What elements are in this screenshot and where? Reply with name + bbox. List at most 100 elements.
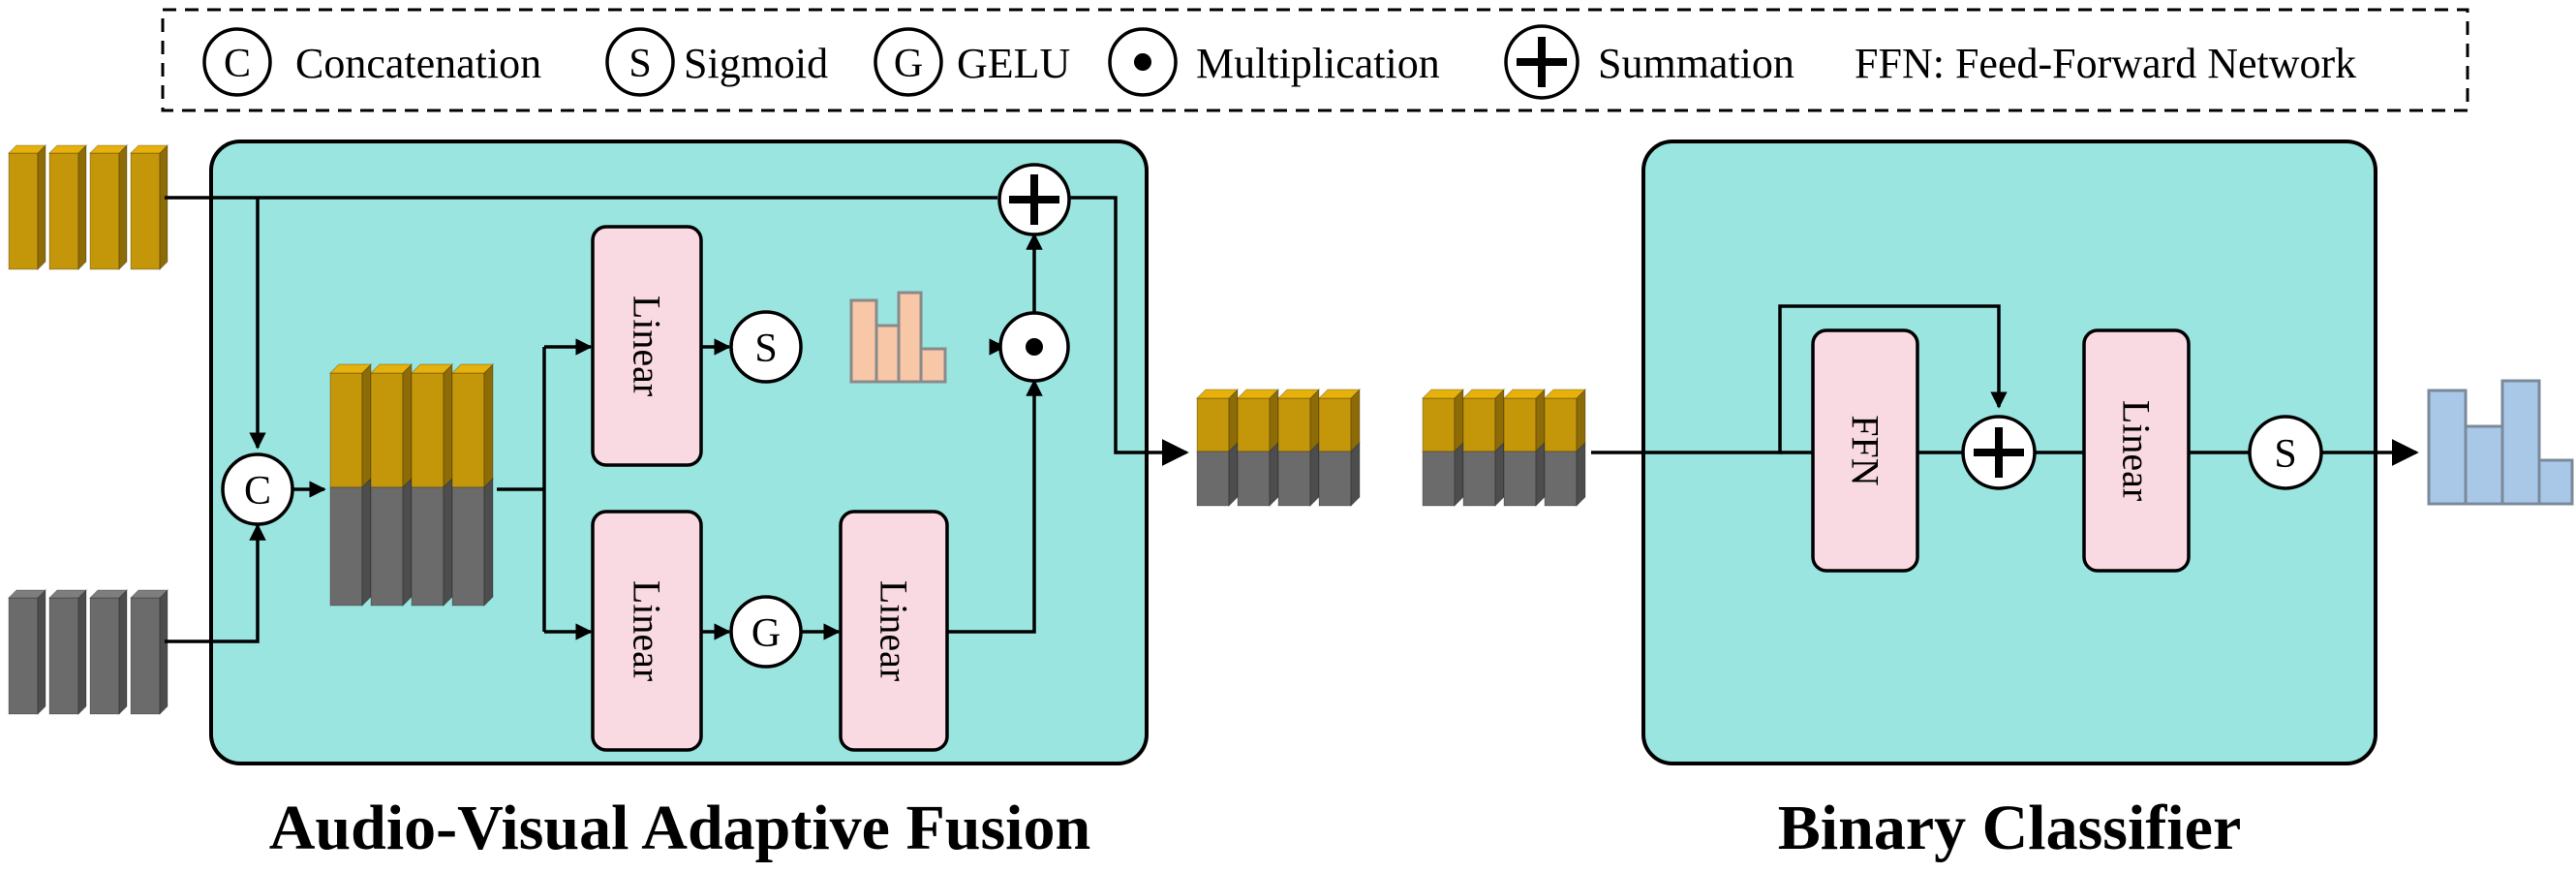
concatenated-features [328, 362, 495, 608]
classifier-sigmoid-op [2248, 415, 2323, 490]
feature-column-side [1535, 441, 1546, 508]
feature-column-side [1269, 441, 1279, 508]
feature-column-front [1544, 397, 1578, 452]
feature-column-front [1503, 397, 1537, 452]
summation-legend-plus [1517, 37, 1567, 87]
concat-op [221, 452, 294, 526]
feature-column-top [88, 144, 129, 154]
feature-column-top [1276, 389, 1321, 399]
ffn-legend-label: FFN: Feed-Forward Network [1855, 40, 2356, 87]
feature-column-front [329, 486, 363, 607]
feature-column-front [370, 372, 404, 488]
classifier-summation-plus [1974, 427, 2024, 478]
feature-column-side [1454, 441, 1464, 508]
feature-column-front [8, 152, 39, 270]
feature-column-front [130, 152, 161, 270]
sigmoid-legend-icon [605, 27, 675, 97]
linear-block-gelu-out [839, 510, 949, 752]
feature-column-front [1462, 397, 1496, 452]
feature-column-front [451, 486, 485, 607]
prediction-output-icon [2427, 379, 2574, 506]
feature-column-top [1502, 389, 1547, 399]
feature-column-top [410, 363, 454, 374]
feature-column-front [1503, 451, 1537, 507]
feature-column-side [1228, 441, 1239, 508]
feature-column-side [1576, 441, 1586, 508]
linear-block-gelu-out-label: Linear [873, 580, 916, 681]
feature-column-front [1544, 451, 1578, 507]
feature-column-side [159, 588, 169, 716]
feature-column-front [48, 597, 79, 715]
multiplication-legend-label: Multiplication [1196, 40, 1440, 87]
feature-column-side [77, 588, 87, 716]
feature-column-top [1543, 389, 1587, 399]
classifier-linear-block [2082, 328, 2191, 573]
classifier-linear-label: Linear [2115, 400, 2159, 501]
feature-column-side [1576, 388, 1586, 453]
feature-column-side [37, 588, 46, 716]
feature-column-top [129, 589, 169, 599]
feature-column-front [1237, 451, 1271, 507]
gelu-legend-symbol: G [894, 42, 923, 86]
gelu-legend-icon [874, 27, 943, 97]
fusion-connections [165, 196, 1189, 643]
feature-column-front [411, 486, 445, 607]
ffn-block-label: FFN [1844, 415, 1887, 485]
gelu-op [729, 595, 803, 669]
concat-legend-label: Concatenation [295, 40, 541, 87]
feature-column-side [443, 362, 453, 489]
summation-legend-label: Summation [1598, 40, 1794, 87]
summation-op-plus [1009, 174, 1059, 225]
feature-column-top [88, 589, 129, 599]
concat-legend-symbol: C [224, 42, 251, 86]
feature-column-side [1494, 388, 1505, 453]
feature-column-front [1422, 397, 1456, 452]
feature-column-front [1196, 397, 1230, 452]
feature-column-top [1236, 389, 1280, 399]
feature-column-front [48, 152, 79, 270]
feature-column-front [1237, 397, 1271, 452]
feature-column-top [7, 589, 47, 599]
feature-column-side [361, 362, 372, 489]
audio-feature-input [7, 143, 169, 271]
gelu-op-symbol: G [751, 611, 781, 656]
classifier-sigmoid-symbol: S [2274, 432, 2296, 477]
feature-column-side [1350, 388, 1361, 453]
feature-column-front [1462, 451, 1496, 507]
sigmoid-op-symbol: S [754, 327, 777, 371]
feature-column-top [1195, 389, 1240, 399]
linear-block-bottom [591, 510, 703, 752]
feature-column-front [329, 372, 363, 488]
fusion-title: Audio-Visual Adaptive Fusion [269, 793, 1090, 863]
feature-column-top [47, 144, 88, 154]
feature-column-top [1461, 389, 1506, 399]
feature-column-front [370, 486, 404, 607]
feature-column-side [483, 362, 494, 489]
concat-op-symbol: C [244, 469, 271, 514]
feature-column-front [89, 152, 120, 270]
classifier-connections [1591, 304, 2419, 466]
feature-column-top [7, 144, 47, 154]
feature-column-top [1317, 389, 1362, 399]
feature-column-top [129, 144, 169, 154]
feature-column-side [361, 477, 372, 608]
legend: C Concatenation S Sigmoid G GELU Multipl… [161, 8, 2469, 112]
feature-column-side [1535, 388, 1546, 453]
feature-column-front [89, 597, 120, 715]
feature-column-side [1309, 388, 1320, 453]
feature-column-front [130, 597, 161, 715]
feature-column-side [118, 143, 128, 271]
feature-column-top [450, 363, 495, 374]
ffn-block [1811, 328, 1919, 573]
sigmoid-legend-symbol: S [629, 42, 651, 86]
feature-column-side [1494, 441, 1505, 508]
feature-column-side [77, 143, 87, 271]
linear-block-top-label: Linear [626, 296, 669, 396]
feature-column-side [402, 362, 413, 489]
sigmoid-legend-label: Sigmoid [684, 40, 828, 87]
linear-block-top [591, 225, 703, 467]
feature-column-top [328, 363, 373, 374]
visual-feature-input [7, 588, 169, 716]
feature-column-side [1269, 388, 1279, 453]
